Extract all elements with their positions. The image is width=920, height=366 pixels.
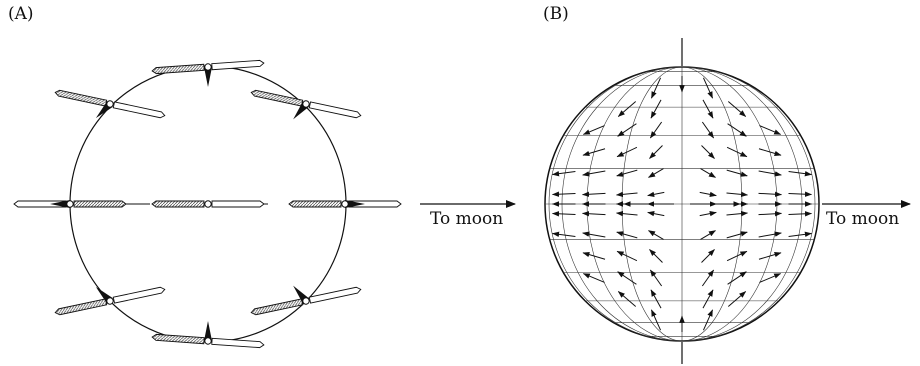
tidal-force-arrow bbox=[701, 269, 715, 287]
tidal-force-arrows bbox=[552, 76, 812, 332]
tidal-force-arrow bbox=[701, 145, 715, 159]
panel-a-label: (A) bbox=[8, 4, 34, 24]
tidal-force-arrow bbox=[726, 231, 748, 239]
tidal-force-arrow bbox=[702, 309, 714, 331]
tidal-force-arrow bbox=[650, 77, 662, 99]
tidal-force-arrow bbox=[582, 170, 606, 177]
tidal-force-arrow bbox=[582, 273, 605, 283]
satellite-lower-right bbox=[250, 285, 362, 316]
tidal-force-arrow bbox=[552, 231, 576, 238]
tidal-force-arrow bbox=[788, 231, 812, 238]
tidal-force-arrow bbox=[701, 121, 715, 139]
tidal-force-arrow bbox=[616, 250, 638, 262]
tidal-force-arrow bbox=[702, 77, 714, 99]
tidal-force-arrow bbox=[616, 210, 638, 217]
tidal-force-arrow bbox=[617, 123, 637, 137]
tidal-force-arrow bbox=[616, 231, 638, 239]
to-moon-label-a: To moon bbox=[430, 209, 504, 229]
tidal-force-arrow bbox=[552, 211, 576, 217]
tidal-force-arrow bbox=[726, 250, 748, 262]
satellite-bottom bbox=[151, 321, 265, 349]
tidal-force-arrow bbox=[617, 271, 637, 285]
tidal-force-arrow bbox=[617, 291, 637, 307]
tidal-force-arrow bbox=[758, 148, 782, 157]
tidal-force-arrow bbox=[582, 231, 606, 238]
tidal-force-arrow bbox=[700, 168, 716, 178]
panel-b-tidal-field bbox=[544, 38, 911, 364]
satellite-upper-right bbox=[250, 89, 362, 120]
tidal-force-arrow bbox=[617, 101, 637, 117]
tidal-force-arrow bbox=[552, 191, 576, 197]
satellite-upper-left bbox=[54, 89, 166, 119]
tidal-force-arrow bbox=[649, 269, 663, 287]
tidal-force-arrow bbox=[616, 169, 638, 177]
tidal-force-arrow bbox=[699, 191, 717, 198]
tidal-force-arrow bbox=[648, 168, 664, 178]
tidal-force-arrow bbox=[582, 125, 605, 135]
tidal-force-arrow bbox=[552, 170, 576, 177]
tidal-force-arrow bbox=[582, 191, 606, 197]
tidal-force-arrow bbox=[727, 291, 747, 307]
tidal-force-arrow bbox=[649, 121, 663, 139]
panel-a-orbit-diagram bbox=[13, 59, 516, 349]
tidal-force-arrow bbox=[582, 148, 606, 157]
tidal-force-arrow bbox=[727, 271, 747, 285]
tidal-force-arrow bbox=[650, 99, 662, 119]
tidal-force-arrow bbox=[727, 101, 747, 117]
tidal-force-arrow bbox=[702, 99, 714, 119]
tidal-force-arrow bbox=[647, 210, 665, 217]
tidal-force-arrow bbox=[699, 210, 717, 217]
tidal-force-arrow bbox=[701, 249, 715, 263]
tidal-force-arrow bbox=[759, 273, 782, 283]
panel-b-label: (B) bbox=[543, 4, 569, 24]
tidal-force-arrow bbox=[788, 170, 812, 177]
satellite-lower-left bbox=[54, 286, 166, 316]
tidal-force-arrow bbox=[726, 169, 748, 177]
tidal-force-arrow bbox=[758, 211, 782, 217]
tidal-force-arrow bbox=[616, 146, 638, 158]
tidal-force-arrow bbox=[649, 249, 663, 263]
tidal-force-arrow bbox=[788, 191, 812, 197]
tidal-force-arrow bbox=[648, 230, 664, 240]
satellite-center bbox=[151, 200, 265, 208]
satellite-top bbox=[151, 59, 265, 87]
tidal-force-arrow bbox=[726, 210, 748, 217]
tidal-force-arrow bbox=[582, 251, 606, 260]
tidal-force-arrow bbox=[726, 191, 748, 198]
tidal-force-arrow bbox=[650, 309, 662, 331]
tidal-force-arrow bbox=[758, 191, 782, 197]
tidal-force-arrow bbox=[726, 146, 748, 158]
tidal-force-arrow bbox=[649, 145, 663, 159]
satellite-left bbox=[13, 200, 127, 208]
tidal-force-arrow bbox=[788, 211, 812, 217]
tidal-force-arrow bbox=[759, 125, 782, 135]
tidal-force-arrow bbox=[727, 123, 747, 137]
tidal-force-arrow bbox=[616, 191, 638, 198]
tidal-force-arrow bbox=[758, 251, 782, 260]
tidal-force-arrow bbox=[700, 230, 716, 240]
tidal-force-arrow bbox=[650, 289, 662, 309]
to-moon-label-b: To moon bbox=[826, 209, 900, 229]
tidal-force-arrow bbox=[702, 289, 714, 309]
tidal-force-arrow bbox=[758, 170, 782, 177]
tidal-force-arrow bbox=[647, 191, 665, 198]
satellite-right bbox=[288, 200, 402, 208]
tidal-force-arrow bbox=[758, 231, 782, 238]
tidal-force-arrow bbox=[582, 211, 606, 217]
